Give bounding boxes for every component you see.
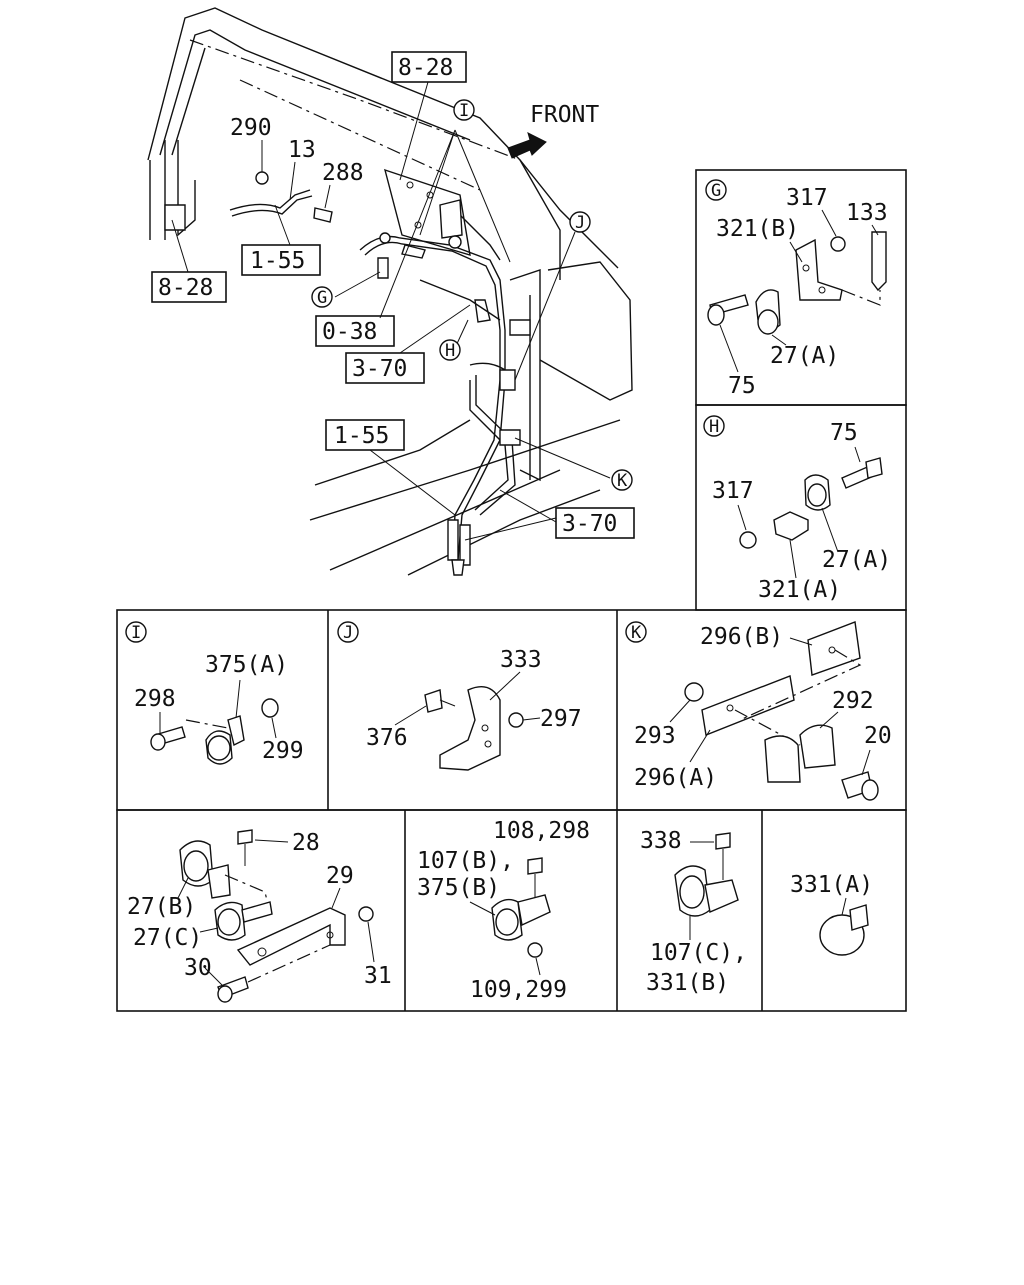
detail-27b-part-27c: 27(C) — [133, 925, 202, 951]
detail-h-panel: H 75 317 27(A) 321(A) — [703, 415, 891, 603]
marker-circle-i — [453, 99, 475, 121]
detail-i-panel: I 375(A) 298 299 — [125, 621, 304, 765]
detail-107b-panel: 108,298 107(B), 375(B) 109,299 — [417, 818, 590, 1003]
detail-107b-part-108-298: 108,298 — [493, 818, 590, 844]
detail-i-part-375a: 375(A) — [205, 652, 288, 678]
ref-3-70-lower: 3-70 — [562, 511, 617, 537]
detail-j-part-333: 333 — [500, 647, 542, 673]
detail-g-panel: G 317 133 321(B) 75 27(A) — [705, 179, 888, 399]
ref-box-8-28-left — [151, 271, 227, 303]
detail-27b-part-29: 29 — [326, 863, 354, 889]
detail-j-mark: J — [343, 623, 353, 643]
marker-circle-h — [439, 339, 461, 361]
detail-g-part-321b: 321(B) — [716, 216, 799, 242]
detail-panel-frames — [116, 169, 907, 1012]
ref-1-55-upper: 1-55 — [250, 248, 305, 274]
marker-k: K — [617, 471, 628, 491]
ref-1-55-lower: 1-55 — [334, 423, 389, 449]
detail-107b-part-375b: 375(B) — [417, 875, 500, 901]
detail-k-part-20: 20 — [864, 723, 892, 749]
detail-27b-part-31: 31 — [364, 963, 392, 989]
main-assembly-view: FRONT 8-28 8-28 1-55 0-38 3-70 1-55 3-70… — [147, 7, 635, 576]
detail-107c-part-331b: 331(B) — [646, 970, 729, 996]
detail-h-part-75: 75 — [830, 420, 858, 446]
detail-i-part-299: 299 — [262, 738, 304, 764]
detail-27b-part-30: 30 — [184, 955, 212, 981]
detail-g-part-27a: 27(A) — [770, 343, 839, 369]
detail-k-part-296a: 296(A) — [634, 765, 717, 791]
ref-8-28-top: 8-28 — [398, 55, 453, 81]
detail-g-part-133: 133 — [846, 200, 888, 226]
detail-j-part-297: 297 — [540, 706, 582, 732]
detail-27b-panel: 28 29 27(B) 27(C) 30 31 — [127, 829, 392, 1003]
detail-107c-panel: 338 107(C), 331(B) — [640, 828, 747, 996]
marker-g: G — [317, 288, 327, 308]
ref-box-3-70-lower — [555, 507, 635, 539]
detail-107b-part-107b: 107(B), — [417, 848, 514, 874]
detail-k-panel: K 296(B) 292 293 20 296(A) — [625, 621, 892, 801]
detail-k-part-293: 293 — [634, 723, 676, 749]
part-288: 288 — [322, 160, 364, 186]
marker-circle-j — [569, 211, 591, 233]
marker-j: J — [575, 213, 585, 233]
detail-h-part-317: 317 — [712, 478, 754, 504]
detail-g-part-75: 75 — [728, 373, 756, 399]
detail-i-mark: I — [131, 623, 141, 643]
detail-27b-part-27b: 27(B) — [127, 894, 196, 920]
detail-107c-part-338: 338 — [640, 828, 682, 854]
detail-k-mark: K — [631, 623, 642, 643]
detail-h-mark: H — [709, 417, 719, 437]
part-13: 13 — [288, 137, 316, 163]
marker-h: H — [445, 341, 455, 361]
detail-g-part-317: 317 — [786, 185, 828, 211]
front-label: FRONT — [530, 102, 599, 128]
detail-27b-part-28: 28 — [292, 830, 320, 856]
detail-107b-part-109-299: 109,299 — [470, 977, 567, 1003]
detail-k-part-296b: 296(B) — [700, 624, 783, 650]
ref-8-28-left: 8-28 — [158, 275, 213, 301]
ref-0-38: 0-38 — [322, 319, 377, 345]
detail-331a-part-331a: 331(A) — [790, 872, 873, 898]
detail-107c-part-107c: 107(C), — [650, 940, 747, 966]
front-arrow-icon — [507, 132, 547, 159]
detail-h-part-321a: 321(A) — [758, 577, 841, 603]
marker-i: I — [459, 101, 469, 121]
ref-3-70-upper: 3-70 — [352, 356, 407, 382]
ref-box-1-55-lower — [325, 419, 405, 451]
ref-box-8-28-top — [391, 51, 467, 83]
marker-circle-g — [311, 286, 333, 308]
detail-h-part-27a: 27(A) — [822, 547, 891, 573]
part-290: 290 — [230, 115, 272, 141]
detail-j-part-376: 376 — [366, 725, 408, 751]
ref-box-3-70-upper — [345, 352, 425, 384]
detail-i-part-298: 298 — [134, 686, 176, 712]
detail-331a-panel: 331(A) — [790, 872, 873, 956]
ref-box-0-38 — [315, 315, 395, 347]
detail-k-part-292: 292 — [832, 688, 874, 714]
ref-box-1-55-upper — [241, 244, 321, 276]
marker-circle-k — [611, 469, 633, 491]
detail-g-mark: G — [711, 181, 721, 201]
detail-j-panel: J 333 376 297 — [337, 621, 582, 771]
